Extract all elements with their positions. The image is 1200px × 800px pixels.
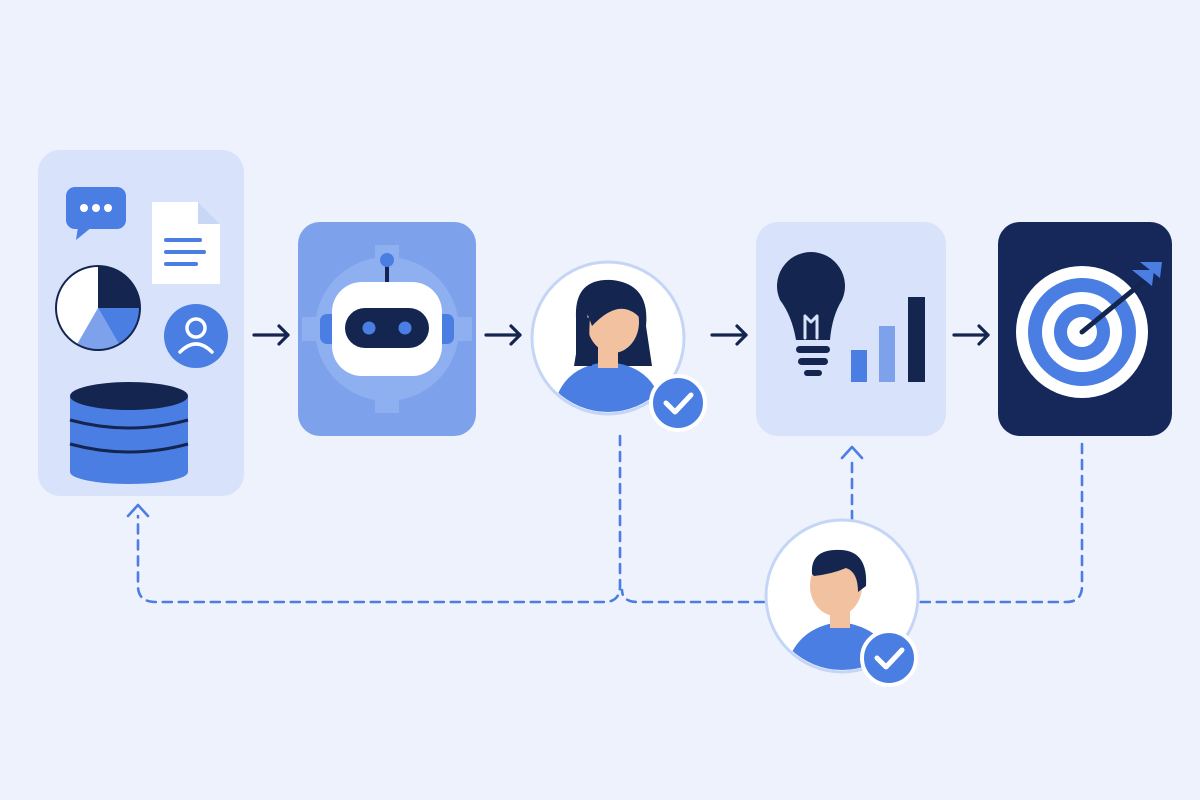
arrow-ai-to-reviewer <box>484 324 522 346</box>
arrowhead-up-sources <box>126 503 150 518</box>
node-human-reviewer <box>530 260 707 432</box>
arrow-insights-to-goal <box>952 324 990 346</box>
node-human-validator <box>764 518 920 687</box>
arrow-reviewer-to-insights <box>710 324 748 346</box>
woman-avatar-icon <box>552 279 664 412</box>
user-profile-icon <box>164 304 228 368</box>
database-icon <box>69 382 189 484</box>
arrow-sources-to-ai <box>252 324 290 346</box>
feedback-connectors <box>136 434 1084 604</box>
node-goal <box>998 222 1172 436</box>
bar-short <box>851 350 867 382</box>
arrow-icon <box>1079 262 1162 335</box>
node-ai-processing <box>298 222 476 436</box>
feedback-line-validator-to-reviewer-loop <box>620 588 766 604</box>
feedback-line-reviewer-to-sources <box>136 434 622 604</box>
node-data-sources <box>38 150 244 496</box>
flow-arrows <box>252 324 990 346</box>
bar-chart-icon <box>851 297 925 382</box>
bar-medium <box>879 326 895 382</box>
bar-tall <box>908 297 925 382</box>
arrowhead-up-insights <box>840 445 864 460</box>
chat-bubble-icon <box>66 187 126 240</box>
node-insights <box>756 222 946 436</box>
document-icon <box>152 202 220 284</box>
feedback-arrowheads <box>126 445 864 518</box>
feedback-line-goal-to-validator <box>918 442 1084 604</box>
lightbulb-icon <box>777 252 845 376</box>
robot-icon <box>320 253 454 376</box>
check-badge-icon <box>860 629 918 687</box>
pie-chart-icon <box>55 265 141 351</box>
check-badge-icon <box>649 374 707 432</box>
